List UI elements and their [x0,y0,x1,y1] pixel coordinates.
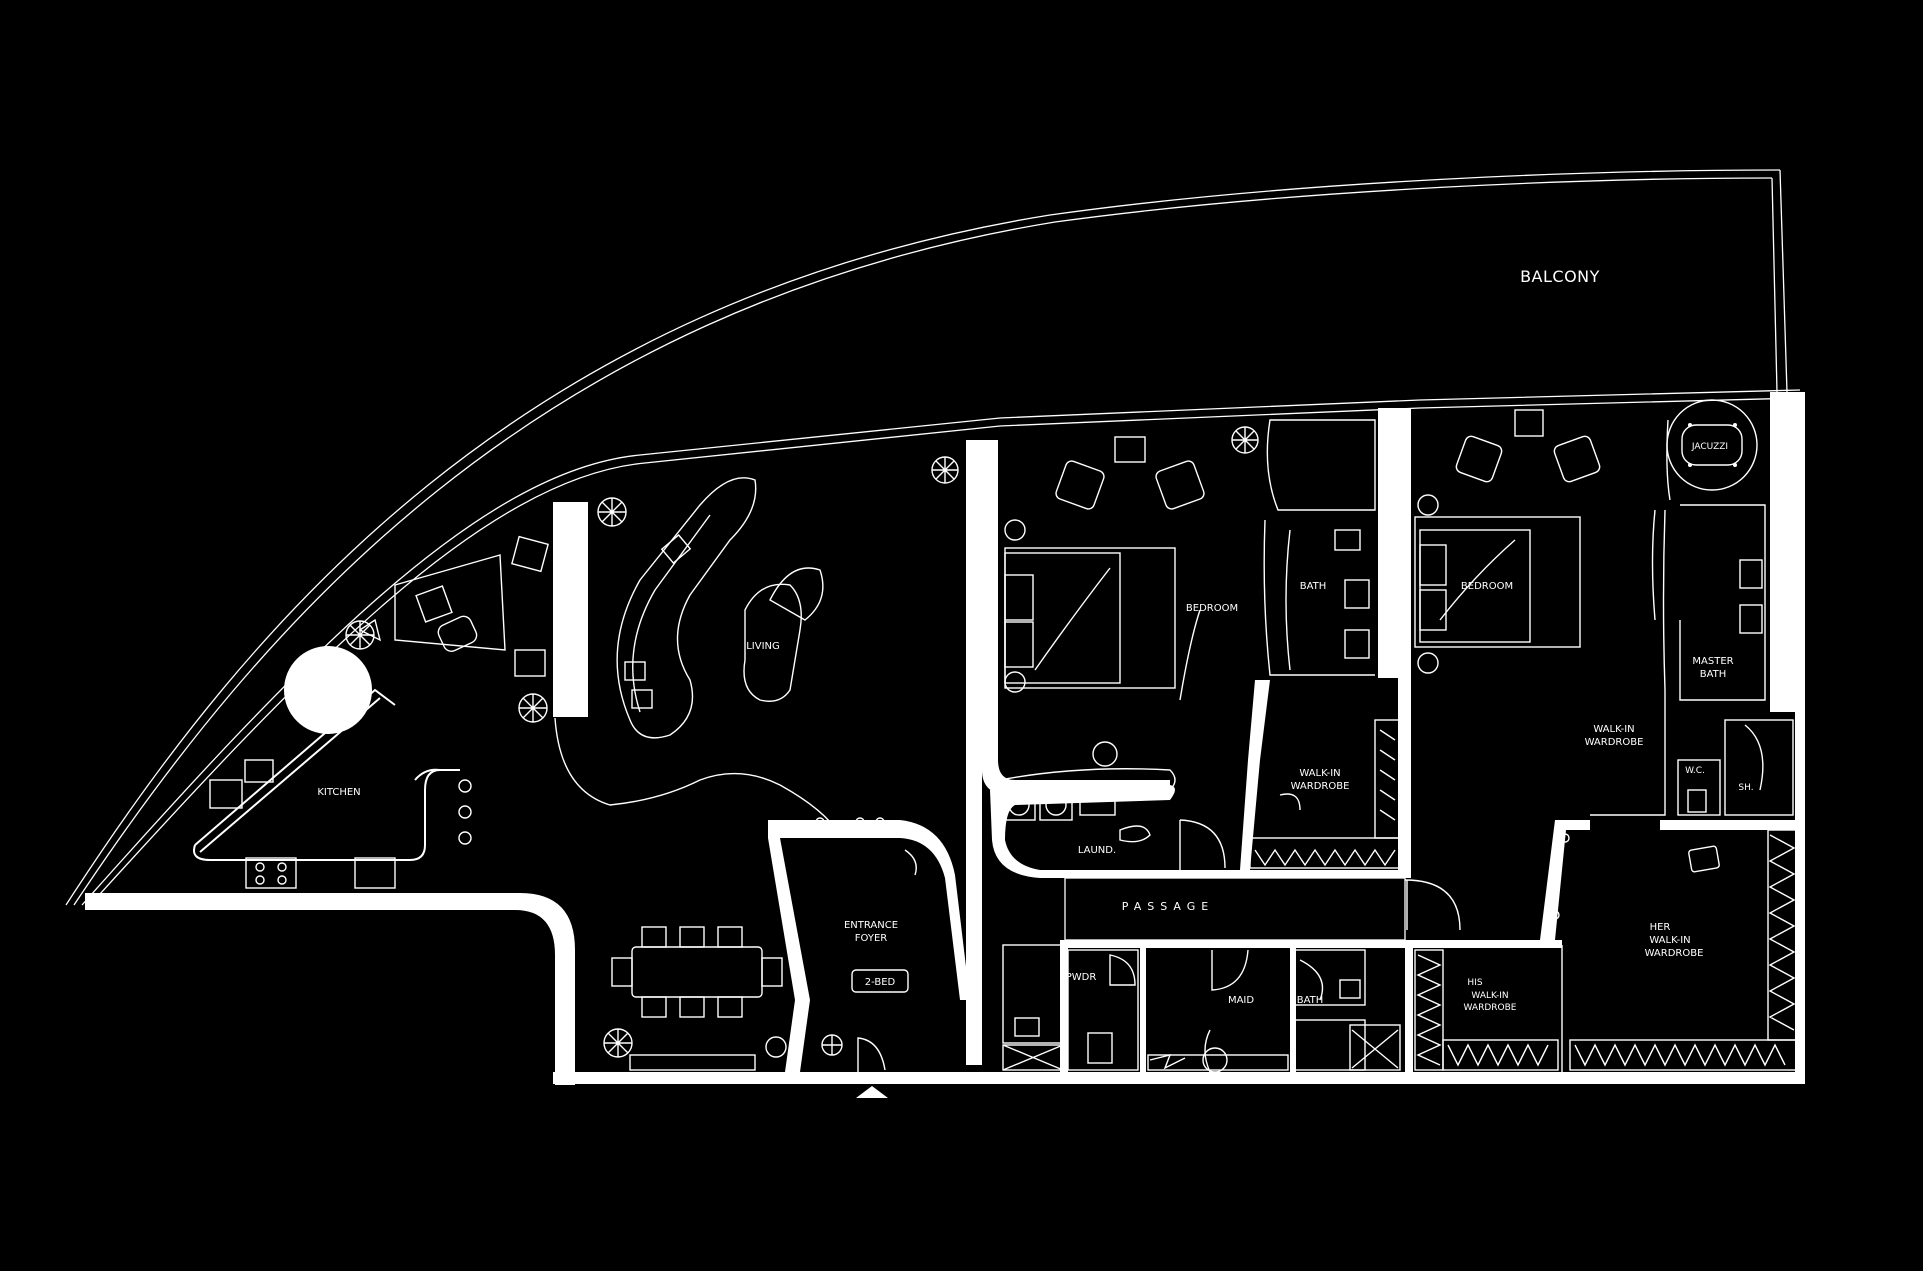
plant-icon [821,1034,843,1056]
plant-icon [345,620,375,650]
bedroom-2-furniture [1414,409,1656,674]
walkin-bedroom-label-line2: WARDROBE [1291,781,1350,792]
service-area [1002,944,1401,1073]
entrance-label-line2: FOYER [855,933,888,944]
walkin-master-label-line2: WARDROBE [1585,737,1644,748]
laundry [1002,789,1226,870]
maid-label: MAID [1228,995,1254,1006]
jacuzzi-label: JACUZZI [1691,442,1728,452]
kitchen-label: KITCHEN [317,787,360,798]
balcony-label: BALCONY [1520,267,1600,286]
plant-icons [345,426,1259,1058]
passage-label: PASSAGE [1122,900,1214,913]
unit-tag: 2-BED [865,977,896,988]
his-label-line3: WARDROBE [1464,1003,1517,1013]
powder-label: PWDR [1066,972,1097,983]
plant-icon [518,693,548,723]
plant-icon [597,497,627,527]
her-label-line3: WARDROBE [1645,948,1704,959]
room-labels: BALCONY JACUZZI BEDROOM BEDROOM BATH LIV… [317,267,1753,1013]
walkin-bedroom-label-line1: WALK-IN [1299,768,1340,779]
kitchen [193,535,549,889]
wc-label: W.C. [1685,766,1705,776]
dining-table [611,926,787,1071]
her-label-line2: WALK-IN [1649,935,1690,946]
plant-icon [931,456,959,484]
bedroom-2-label: BEDROOM [1461,581,1513,592]
plant-icon [603,1028,633,1058]
bath-1-label: BATH [1300,581,1327,592]
his-label-line2: WALK-IN [1471,991,1508,1001]
master-bath-label-line1: MASTER [1692,656,1733,667]
shower-label: SH. [1738,783,1753,793]
bath-2-label: BATH [1297,995,1324,1006]
her-label-line1: HER [1650,922,1671,933]
bedroom-1-walkin [1249,689,1406,869]
bedroom-1-label: BEDROOM [1186,603,1238,614]
laundry-label: LAUND. [1078,845,1116,856]
entrance-foyer [815,817,917,1098]
his-label-line1: HIS [1467,978,1482,988]
entrance-label-line1: ENTRANCE [844,920,898,931]
plant-icon [1231,426,1259,454]
living-furniture [554,477,1201,836]
master-bath-label-line2: BATH [1700,669,1727,680]
walls [85,392,1805,1085]
living-label: LIVING [746,641,780,652]
his-her-wardrobes [1414,829,1801,1072]
balcony-outline [65,169,1801,906]
bedroom-1-furniture [999,436,1205,791]
passage [1064,877,1461,941]
bath-1-fixtures [1263,419,1376,676]
walkin-master-label-line1: WALK-IN [1593,724,1634,735]
master-walkin [1544,690,1666,921]
master-bath-fixtures [1662,399,1794,816]
